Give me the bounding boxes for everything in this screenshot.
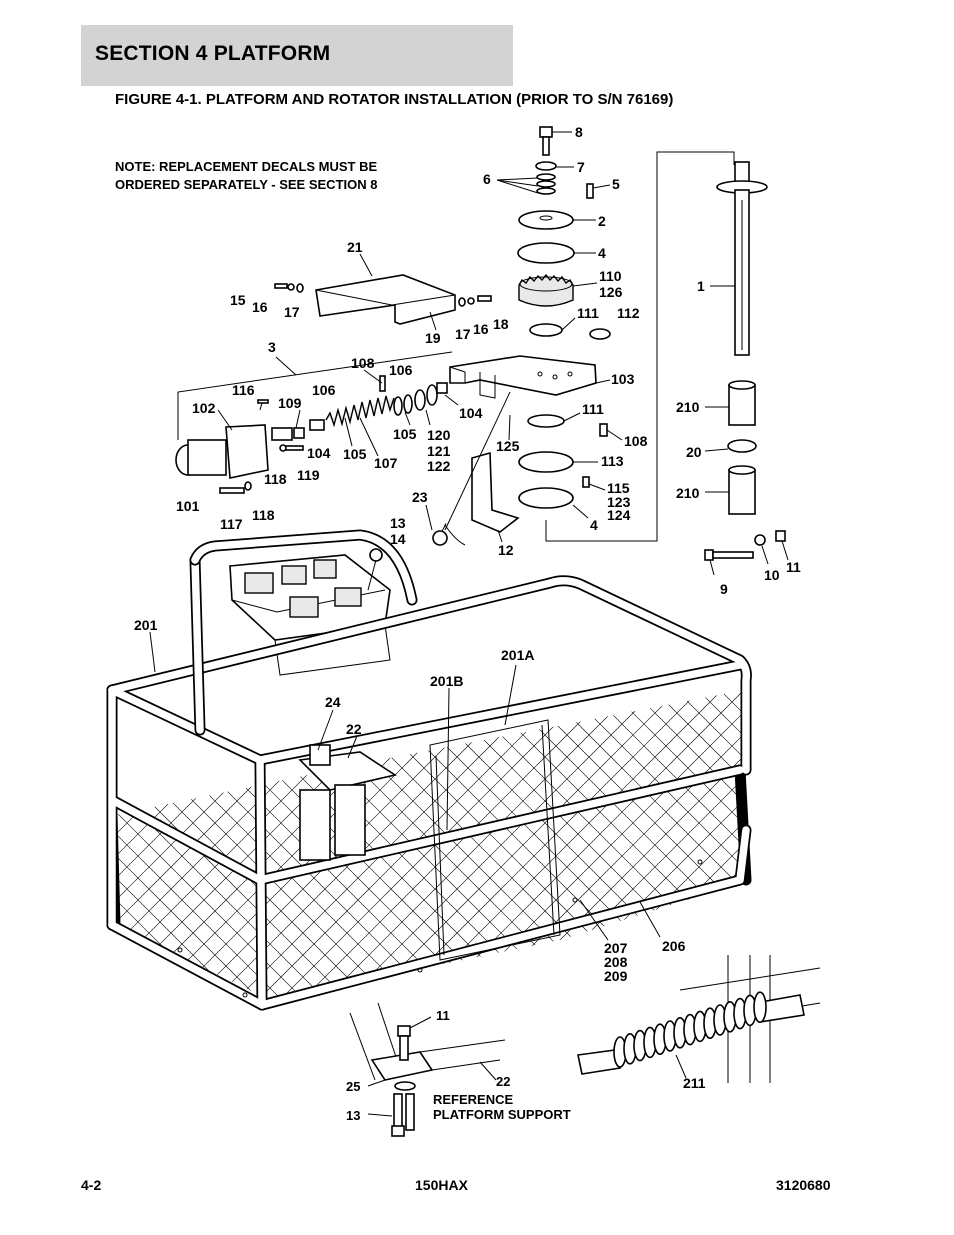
- callout-105: 105: [393, 426, 417, 442]
- callout-101: 101: [176, 498, 200, 514]
- page-number: 4-2: [81, 1177, 102, 1193]
- control-box-cover: [274, 274, 492, 325]
- callout-115: 115: [607, 480, 630, 496]
- callout-19: 19: [425, 330, 441, 346]
- callout-121: 121: [427, 443, 451, 459]
- callout-18: 18: [493, 316, 509, 332]
- decal-note: NOTE: REPLACEMENT DECALS MUST BE ORDERED…: [115, 158, 377, 194]
- callout-4-lower: 4: [590, 517, 598, 533]
- callout-112: 112: [617, 305, 640, 321]
- callout-12: 12: [498, 542, 514, 558]
- callout-125: 125: [496, 438, 520, 454]
- callout-105-left: 105: [343, 446, 367, 462]
- figure-title: FIGURE 4-1. PLATFORM AND ROTATOR INSTALL…: [115, 91, 674, 108]
- callout-21: 21: [347, 239, 363, 255]
- callout-13: 13: [390, 515, 406, 531]
- callout-24: 24: [325, 694, 341, 710]
- callout-126: 126: [599, 284, 623, 300]
- callout-1: 1: [697, 278, 705, 294]
- callout-22: 22: [346, 721, 362, 737]
- callout-108-upper: 108: [351, 355, 375, 371]
- callout-201a: 201A: [501, 647, 534, 663]
- callout-17: 17: [284, 304, 300, 320]
- callout-17-right: 17: [455, 326, 471, 342]
- callout-201b: 201B: [430, 673, 463, 689]
- note-line-2: ORDERED SEPARATELY - SEE SECTION 8: [115, 177, 378, 192]
- callout-23: 23: [412, 489, 428, 505]
- callout-11: 11: [786, 559, 801, 575]
- callout-122: 122: [427, 458, 451, 474]
- callout-102: 102: [192, 400, 216, 416]
- callout-7: 7: [577, 159, 585, 175]
- callout-labels: 8 7 6 5 2 4 110 126 111 112 103 111 108 …: [134, 124, 801, 1123]
- callout-118: 118: [264, 471, 287, 487]
- callout-118-lower: 118: [252, 507, 275, 523]
- callout-103: 103: [611, 371, 635, 387]
- leader-lines: [149, 131, 789, 1117]
- callout-120: 120: [427, 427, 451, 443]
- floor-mesh: [115, 690, 750, 1000]
- model-name: 150HAX: [415, 1177, 468, 1193]
- callout-117: 117: [220, 516, 243, 532]
- callout-5: 5: [612, 176, 620, 192]
- callout-16: 16: [252, 299, 268, 315]
- callout-124: 124: [607, 507, 631, 523]
- gate-spring-detail: [577, 955, 821, 1083]
- callout-20: 20: [686, 444, 702, 460]
- callout-111: 111: [577, 305, 599, 321]
- callout-11-support: 11: [436, 1008, 450, 1023]
- spring-coil: [613, 991, 767, 1068]
- rotator-motor-assembly: [175, 351, 453, 494]
- callout-116: 116: [232, 382, 255, 398]
- callout-209: 209: [604, 968, 628, 984]
- callout-104: 104: [307, 445, 331, 461]
- callout-107: 107: [374, 455, 398, 471]
- callout-201: 201: [134, 617, 158, 633]
- callout-110: 110: [599, 268, 622, 284]
- callout-104-right: 104: [459, 405, 483, 421]
- callout-210-lower: 210: [676, 485, 700, 501]
- callout-4: 4: [598, 245, 606, 261]
- callout-106-left: 106: [312, 382, 336, 398]
- callout-123: 123: [607, 494, 631, 510]
- callout-22-support: 22: [496, 1074, 510, 1089]
- platform-support-detail: [349, 1002, 506, 1137]
- section-header-bar: SECTION 4 PLATFORM: [81, 25, 513, 86]
- reference-label-line-2: PLATFORM SUPPORT: [433, 1107, 571, 1122]
- callout-13-support: 13: [346, 1108, 360, 1123]
- document-number: 3120680: [776, 1177, 831, 1193]
- callout-14: 14: [390, 531, 406, 547]
- mounting-bracket: [432, 391, 520, 546]
- callout-10: 10: [764, 567, 780, 583]
- callout-8: 8: [575, 124, 583, 140]
- callout-111-lower: 111: [582, 401, 604, 417]
- callout-113: 113: [601, 453, 624, 469]
- callout-106: 106: [389, 362, 413, 378]
- callout-211: 211: [683, 1075, 706, 1091]
- callout-6: 6: [483, 171, 491, 187]
- callout-2: 2: [598, 213, 606, 229]
- callout-210: 210: [676, 399, 700, 415]
- callout-25: 25: [346, 1079, 360, 1094]
- rotator-stack: [449, 126, 735, 542]
- callout-108: 108: [624, 433, 648, 449]
- control-console: [229, 548, 391, 676]
- callout-15: 15: [230, 292, 246, 308]
- note-line-1: NOTE: REPLACEMENT DECALS MUST BE: [115, 159, 378, 174]
- platform-basket: [106, 529, 752, 1011]
- callout-207: 207: [604, 940, 628, 956]
- rotator-shaft-assembly: [704, 161, 786, 561]
- callout-109: 109: [278, 395, 302, 411]
- callout-9: 9: [720, 581, 728, 597]
- callout-3: 3: [268, 339, 276, 355]
- section-title: SECTION 4 PLATFORM: [95, 42, 331, 65]
- callout-206: 206: [662, 938, 686, 954]
- reference-label-line-1: REFERENCE: [433, 1092, 514, 1107]
- callout-119: 119: [297, 467, 320, 483]
- callout-208: 208: [604, 954, 628, 970]
- callout-16-right: 16: [473, 321, 489, 337]
